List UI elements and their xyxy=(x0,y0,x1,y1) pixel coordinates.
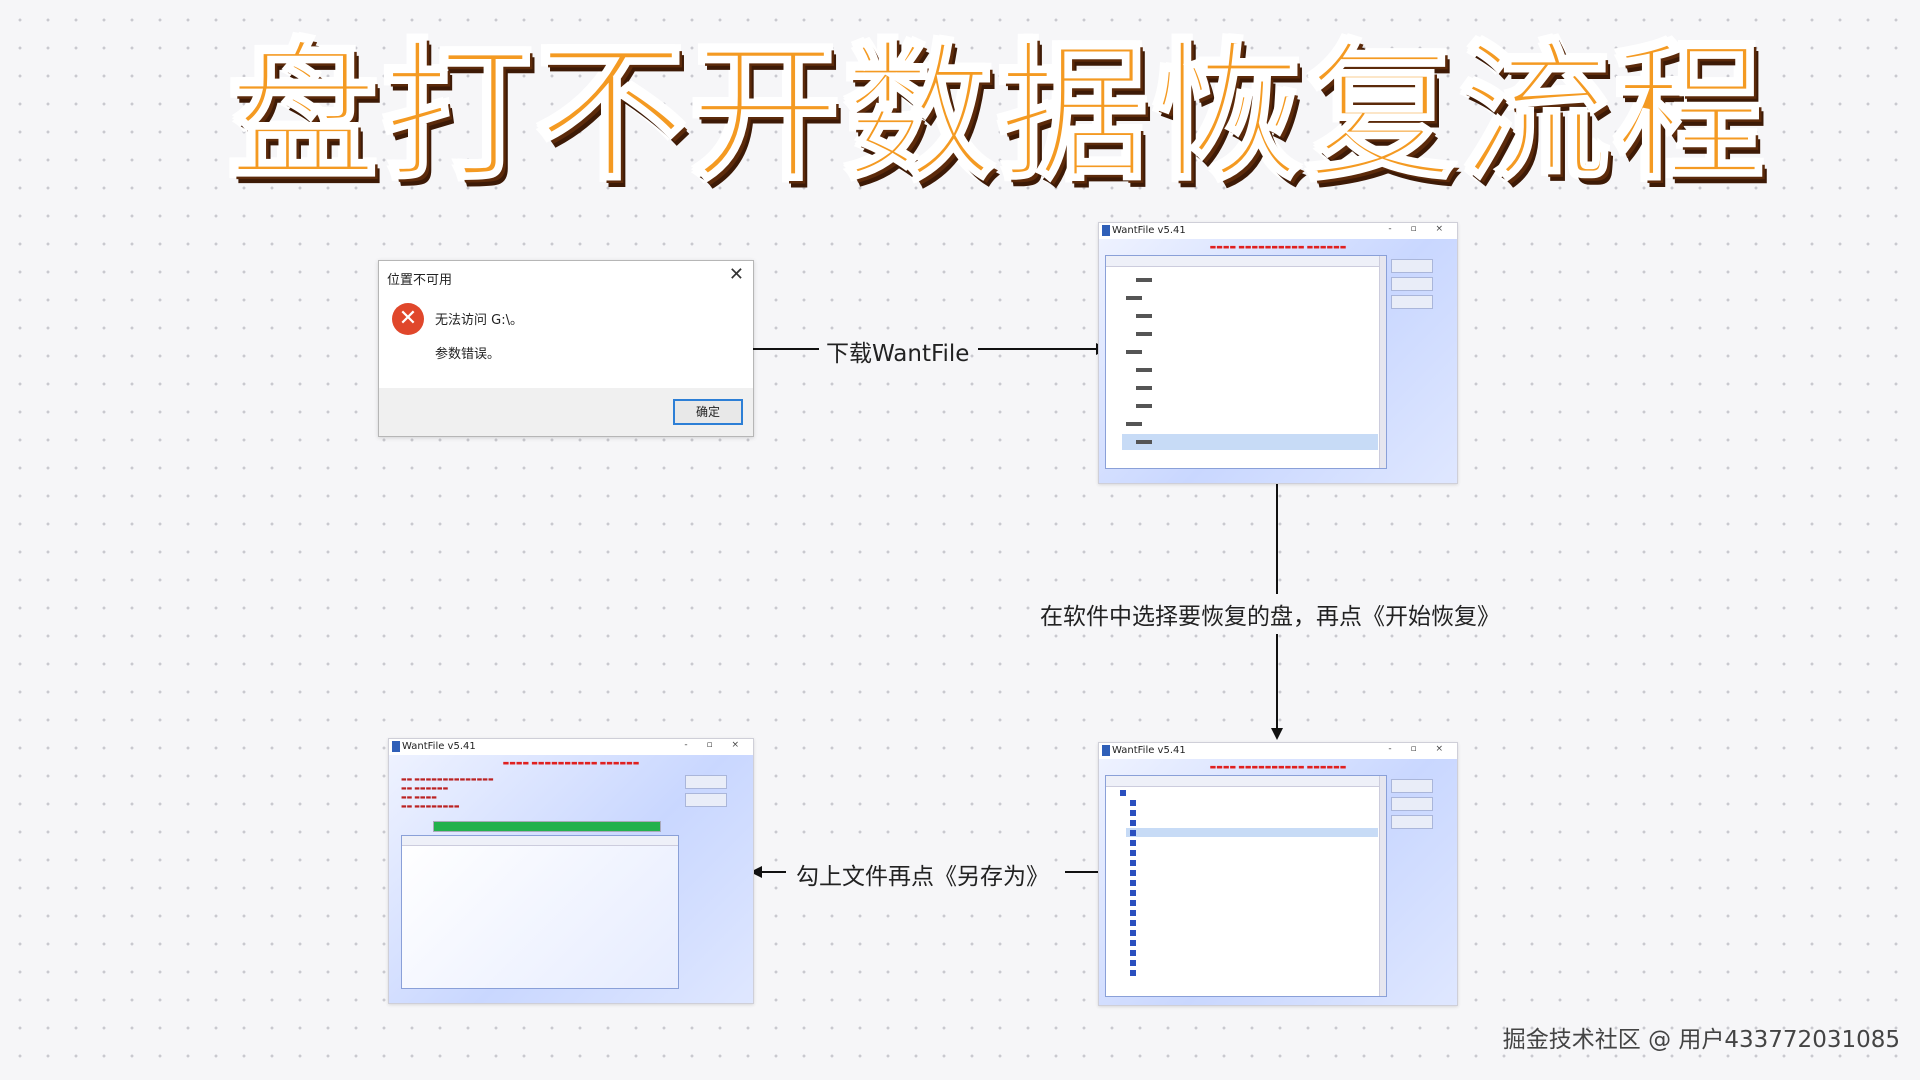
connector-step1-right xyxy=(978,348,1098,350)
connector-step3-left xyxy=(762,871,786,873)
scrollbar[interactable] xyxy=(1379,776,1386,996)
error-icon: ✕ xyxy=(392,303,424,335)
window-body: ▬▬▬▬ ▬▬▬▬▬▬▬▬▬▬ ▬▬▬▬▬▬ xyxy=(1099,239,1457,483)
checkbox[interactable] xyxy=(1130,960,1136,966)
progress-fill xyxy=(434,822,660,831)
dialog-footer: 确定 xyxy=(379,388,753,436)
checkbox[interactable] xyxy=(1130,910,1136,916)
app-icon xyxy=(1102,225,1110,236)
checkbox[interactable] xyxy=(1130,900,1136,906)
hint-text-red: ▬▬▬▬ ▬▬▬▬▬▬▬▬▬▬ ▬▬▬▬▬▬ xyxy=(1209,243,1347,251)
watermark: 掘金技术社区 @ 用户433772031085 xyxy=(1502,1027,1900,1053)
ok-button[interactable]: 确定 xyxy=(673,399,743,425)
drive-row[interactable] xyxy=(1136,404,1152,408)
checkbox[interactable] xyxy=(1130,800,1136,806)
list-header xyxy=(1106,256,1386,267)
save-as-button[interactable] xyxy=(1391,779,1433,793)
step1-label: 下载WantFile xyxy=(826,334,970,368)
list-header xyxy=(402,836,678,846)
checkbox[interactable] xyxy=(1130,920,1136,926)
page-title: 盘打不开数据恢复流程 xyxy=(227,26,1769,203)
list-header xyxy=(1106,776,1386,787)
checkbox[interactable] xyxy=(1120,790,1126,796)
window-controls[interactable]: - ▫ × xyxy=(1388,744,1451,754)
connector-step3-right xyxy=(1065,871,1099,873)
filter-button[interactable] xyxy=(1391,797,1433,811)
image-button[interactable] xyxy=(1391,277,1433,291)
window-title: WantFile v5.41 xyxy=(1112,225,1186,236)
selected-file-row[interactable] xyxy=(1126,828,1378,837)
window-titlebar: WantFile v5.41 - ▫ × xyxy=(1099,223,1457,239)
connector-step2-top xyxy=(1276,484,1278,594)
arrow-down-icon xyxy=(1271,728,1283,740)
checkbox[interactable] xyxy=(1130,970,1136,976)
save-log-panel xyxy=(401,835,679,989)
drive-row[interactable] xyxy=(1136,368,1152,372)
progress-bar xyxy=(433,821,661,832)
dialog-message: 无法访问 G:\。 xyxy=(435,313,523,328)
checkbox[interactable] xyxy=(1130,810,1136,816)
open-button[interactable] xyxy=(1391,295,1433,309)
window-body: ▬▬▬▬ ▬▬▬▬▬▬▬▬▬▬ ▬▬▬▬▬▬ xyxy=(1099,759,1457,1005)
app-window-save: WantFile v5.41 - ▫ × ▬▬▬▬ ▬▬▬▬▬▬▬▬▬▬ ▬▬▬… xyxy=(388,738,754,1004)
drive-row[interactable] xyxy=(1136,278,1152,282)
scrollbar[interactable] xyxy=(1379,256,1386,468)
close-icon[interactable]: ✕ xyxy=(728,264,744,285)
window-titlebar: WantFile v5.41 - ▫ × xyxy=(389,739,753,755)
drive-row[interactable] xyxy=(1136,332,1152,336)
window-titlebar: WantFile v5.41 - ▫ × xyxy=(1099,743,1457,759)
window-title: WantFile v5.41 xyxy=(1112,745,1186,756)
drive-list[interactable] xyxy=(1105,255,1387,469)
step2-label: 在软件中选择要恢复的盘，再点《开始恢复》 xyxy=(1040,597,1500,631)
drive-row[interactable] xyxy=(1126,296,1142,300)
save-info-block: ▬▬ ▬▬▬▬▬▬▬▬▬▬▬▬▬▬▬▬ ▬▬▬▬▬▬▬▬ ▬▬▬▬▬▬ ▬▬▬▬… xyxy=(401,776,494,810)
connector-step2-bottom xyxy=(1276,634,1278,730)
dialog-title: 位置不可用 xyxy=(387,273,453,288)
stop-button[interactable] xyxy=(685,775,727,789)
back-button[interactable] xyxy=(685,793,727,807)
checkbox[interactable] xyxy=(1130,930,1136,936)
drive-row[interactable] xyxy=(1136,386,1152,390)
app-icon xyxy=(392,741,400,752)
checkbox[interactable] xyxy=(1130,940,1136,946)
app-window-scan: WantFile v5.41 - ▫ × ▬▬▬▬ ▬▬▬▬▬▬▬▬▬▬ ▬▬▬… xyxy=(1098,742,1458,1006)
start-recovery-button[interactable] xyxy=(1391,259,1433,273)
drive-row[interactable] xyxy=(1126,350,1142,354)
drive-row[interactable] xyxy=(1126,422,1142,426)
checkbox[interactable] xyxy=(1130,830,1136,836)
connector-step1-left xyxy=(753,348,819,350)
checkbox[interactable] xyxy=(1130,860,1136,866)
checkbox[interactable] xyxy=(1130,840,1136,846)
checkbox[interactable] xyxy=(1130,870,1136,876)
selected-drive-row[interactable] xyxy=(1122,434,1378,450)
hint-text-red: ▬▬▬▬ ▬▬▬▬▬▬▬▬▬▬ ▬▬▬▬▬▬ xyxy=(502,759,640,767)
step3-label: 勾上文件再点《另存为》 xyxy=(796,857,1049,891)
window-body: ▬▬▬▬ ▬▬▬▬▬▬▬▬▬▬ ▬▬▬▬▬▬ ▬▬ ▬▬▬▬▬▬▬▬▬▬▬▬▬▬… xyxy=(389,755,753,1003)
checkbox[interactable] xyxy=(1130,890,1136,896)
drive-row[interactable] xyxy=(1136,314,1152,318)
checkbox[interactable] xyxy=(1130,850,1136,856)
checkbox[interactable] xyxy=(1130,880,1136,886)
checkbox[interactable] xyxy=(1130,950,1136,956)
error-dialog: 位置不可用 ✕ ✕ 无法访问 G:\。 参数错误。 确定 xyxy=(378,260,754,437)
app-icon xyxy=(1102,745,1110,756)
hint-text-red: ▬▬▬▬ ▬▬▬▬▬▬▬▬▬▬ ▬▬▬▬▬▬ xyxy=(1209,763,1347,771)
window-title: WantFile v5.41 xyxy=(402,741,476,752)
window-controls[interactable]: - ▫ × xyxy=(1388,224,1451,234)
window-controls[interactable]: - ▫ × xyxy=(684,740,747,750)
file-list[interactable] xyxy=(1105,775,1387,997)
drive-icon xyxy=(1136,440,1152,444)
dialog-detail: 参数错误。 xyxy=(435,347,501,362)
checkbox[interactable] xyxy=(1130,820,1136,826)
app-window-select: WantFile v5.41 - ▫ × ▬▬▬▬ ▬▬▬▬▬▬▬▬▬▬ ▬▬▬… xyxy=(1098,222,1458,484)
back-button[interactable] xyxy=(1391,815,1433,829)
